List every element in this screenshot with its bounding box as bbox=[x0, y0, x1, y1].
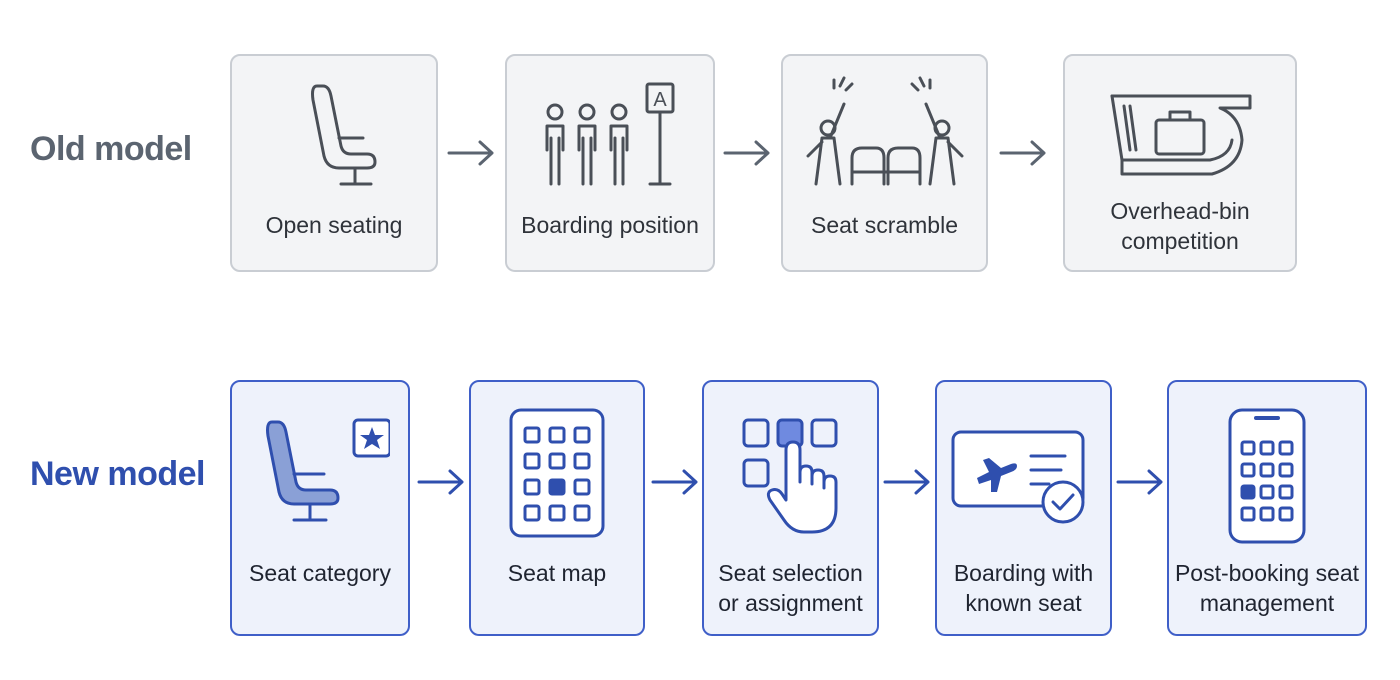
arrow-right-icon bbox=[447, 140, 494, 166]
step-seat-map: Seat map bbox=[469, 380, 645, 636]
overhead-bin-icon bbox=[1065, 76, 1295, 186]
arrow-right-icon bbox=[417, 469, 464, 495]
old-model-label: Old model bbox=[30, 130, 192, 168]
arrow-right-icon bbox=[1116, 469, 1163, 495]
phone-seat-icon bbox=[1169, 408, 1365, 544]
step-overhead-bin: Overhead-bin competition bbox=[1063, 54, 1297, 272]
seat-icon bbox=[232, 76, 436, 196]
step-caption: Seat scramble bbox=[810, 212, 958, 238]
step-caption: Seat selection or assignment bbox=[718, 560, 863, 616]
boarding-pass-icon bbox=[937, 422, 1110, 532]
step-caption: Seat map bbox=[507, 560, 607, 586]
arrow-right-icon bbox=[883, 469, 930, 495]
scramble-icon bbox=[783, 76, 986, 191]
step-caption: Boarding with known seat bbox=[953, 560, 1094, 616]
step-caption: Seat category bbox=[249, 560, 391, 586]
step-caption: Post-booking seat management bbox=[1174, 560, 1360, 616]
arrow-right-icon bbox=[723, 140, 770, 166]
tap-select-icon bbox=[704, 408, 877, 538]
step-boarding-position: A Boarding position bbox=[505, 54, 715, 272]
step-boarding-known-seat: Boarding with known seat bbox=[935, 380, 1112, 636]
step-open-seating: Open seating bbox=[230, 54, 438, 272]
step-seat-selection: Seat selection or assignment bbox=[702, 380, 879, 636]
step-seat-scramble: Seat scramble bbox=[781, 54, 988, 272]
new-model-label: New model bbox=[30, 455, 205, 493]
sign-letter: A bbox=[653, 89, 667, 111]
arrow-right-icon bbox=[651, 469, 698, 495]
step-post-booking: Post-booking seat management bbox=[1167, 380, 1367, 636]
queue-sign-icon: A bbox=[507, 76, 713, 191]
arrow-right-icon bbox=[999, 140, 1046, 166]
premium-seat-icon bbox=[232, 408, 408, 538]
step-caption: Open seating bbox=[265, 212, 403, 238]
step-seat-category: Seat category bbox=[230, 380, 410, 636]
seat-map-icon bbox=[471, 408, 643, 538]
step-caption: Overhead-bin competition bbox=[1110, 198, 1250, 254]
step-caption: Boarding position bbox=[521, 212, 699, 238]
